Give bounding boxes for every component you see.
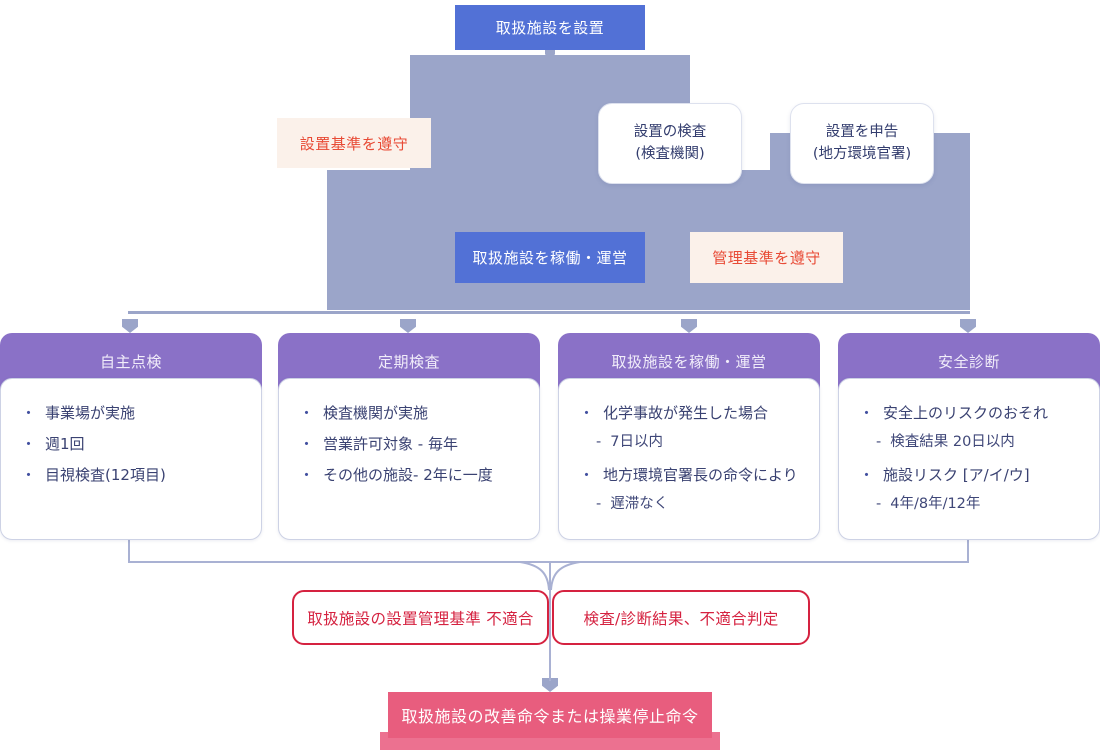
noncompliance-standards-box: 取扱施設の設置管理基準 不適合	[292, 590, 549, 645]
list-item: ・事業場が実施	[21, 403, 245, 423]
dash-icon: -	[596, 496, 602, 512]
list-item: ・目視検査(12項目)	[21, 465, 245, 485]
install-facility-label: 取扱施設を設置	[495, 19, 605, 37]
list-item-text: その他の施設- 2年に一度	[323, 466, 493, 484]
installation-inspection-line1: 設置の検査	[633, 123, 707, 140]
list-item: ・その他の施設- 2年に一度	[299, 465, 523, 485]
installation-report-box: 設置を申告 (地方環境官署)	[790, 103, 934, 184]
dash-icon: -	[596, 434, 602, 450]
list-item: ・化学事故が発生した場合	[579, 403, 803, 423]
list-item: ・営業許可対象 - 毎年	[299, 434, 523, 454]
bullet-icon: ・	[859, 466, 875, 484]
column-safety-diagnosis-body: ・安全上のリスクのおそれ -検査結果 20日以内 ・施設リスク [ア/イ/ウ] …	[838, 378, 1100, 540]
noncompliance-standards-label: 取扱施設の設置管理基準 不適合	[307, 609, 534, 628]
column-periodic-inspection-title: 定期検査	[377, 353, 440, 371]
list-item: ・週1回	[21, 434, 245, 454]
list-item-text: 営業許可対象 - 毎年	[323, 435, 458, 453]
list-item-text: 目視検査(12項目)	[45, 466, 166, 484]
connector-merge-curve	[519, 561, 581, 591]
list-item: ・安全上のリスクのおそれ	[859, 403, 1083, 423]
bullet-icon: ・	[21, 404, 37, 422]
list-subitem-text: 4年/8年/12年	[890, 496, 981, 512]
list-item-text: 検査機関が実施	[323, 404, 429, 422]
slate-branch-line	[128, 311, 970, 314]
bullet-icon: ・	[21, 466, 37, 484]
install-facility-box: 取扱施設を設置	[455, 5, 645, 50]
dash-icon: -	[876, 496, 882, 512]
list-item: ・施設リスク [ア/イ/ウ]	[859, 465, 1083, 485]
connector-col1-drop	[128, 540, 130, 563]
column-operate-facility-title: 取扱施設を稼働・運営	[611, 353, 767, 371]
arrow-down-col1-icon	[122, 319, 138, 333]
improvement-order-box: 取扱施設の改善命令または操業停止命令	[388, 692, 712, 738]
noncompliance-result-label: 検査/診断結果、不適合判定	[583, 609, 779, 628]
list-subitem: -4年/8年/12年	[876, 494, 1083, 514]
list-subitem: -検査結果 20日以内	[876, 432, 1083, 452]
list-subitem-text: 遅滞なく	[610, 496, 669, 512]
list-subitem: -遅滞なく	[596, 494, 803, 514]
bullet-icon: ・	[299, 404, 315, 422]
comply-install-standards-label: 設置基準を遵守	[299, 134, 409, 153]
arrow-down-col2-icon	[400, 319, 416, 333]
arrow-right-comply-manage-icon	[682, 250, 690, 260]
installation-report-line1: 設置を申告	[825, 123, 899, 140]
arrow-down-top-icon	[545, 50, 555, 58]
list-item-text: 化学事故が発生した場合	[603, 404, 769, 422]
list-item-text: 施設リスク [ア/イ/ウ]	[883, 466, 1030, 484]
operate-facility-box: 取扱施設を稼働・運営	[455, 232, 645, 283]
list-item: ・地方環境官署長の命令により	[579, 465, 803, 485]
comply-manage-standards-label: 管理基準を遵守	[712, 249, 821, 267]
bullet-icon: ・	[21, 435, 37, 453]
column-safety-diagnosis-title: 安全診断	[937, 353, 1000, 371]
bullet-icon: ・	[299, 466, 315, 484]
operate-facility-label: 取扱施設を稼働・運営	[472, 249, 628, 267]
list-item-text: 事業場が実施	[45, 404, 136, 422]
noncompliance-result-box: 検査/診断結果、不適合判定	[552, 590, 810, 645]
column-self-inspection-body: ・事業場が実施 ・週1回 ・目視検査(12項目)	[0, 378, 262, 540]
installation-report-line2: (地方環境官署)	[812, 145, 912, 162]
arrow-down-col3-icon	[681, 319, 697, 333]
list-item-text: 地方環境官署長の命令により	[603, 466, 798, 484]
bullet-icon: ・	[579, 466, 595, 484]
installation-inspection-line2: (検査機関)	[635, 145, 705, 162]
dash-icon: -	[876, 434, 882, 450]
list-subitem-text: 検査結果 20日以内	[890, 434, 1015, 450]
list-subitem-text: 7日以内	[610, 434, 663, 450]
list-subitem: -7日以内	[596, 432, 803, 452]
bullet-icon: ・	[299, 435, 315, 453]
list-item: ・検査機関が実施	[299, 403, 523, 423]
column-self-inspection-title: 自主点検	[99, 353, 162, 371]
column-operate-facility-body: ・化学事故が発生した場合 -7日以内 ・地方環境官署長の命令により -遅滞なく	[558, 378, 820, 540]
improvement-order-label: 取扱施設の改善命令または操業停止命令	[401, 707, 699, 726]
comply-manage-standards-box: 管理基準を遵守	[690, 232, 843, 283]
connector-center-drop	[549, 562, 551, 681]
comply-install-standards-box: 設置基準を遵守	[277, 118, 431, 168]
installation-inspection-box: 設置の検査 (検査機関)	[598, 103, 742, 184]
bullet-icon: ・	[579, 404, 595, 422]
list-item-text: 安全上のリスクのおそれ	[883, 404, 1049, 422]
column-periodic-inspection-body: ・検査機関が実施 ・営業許可対象 - 毎年 ・その他の施設- 2年に一度	[278, 378, 540, 540]
connector-bus-line	[128, 561, 969, 563]
connector-col4-drop	[967, 540, 969, 563]
list-item-text: 週1回	[45, 435, 85, 453]
arrow-down-order-icon	[542, 678, 558, 692]
arrow-down-col4-icon	[960, 319, 976, 333]
bullet-icon: ・	[859, 404, 875, 422]
